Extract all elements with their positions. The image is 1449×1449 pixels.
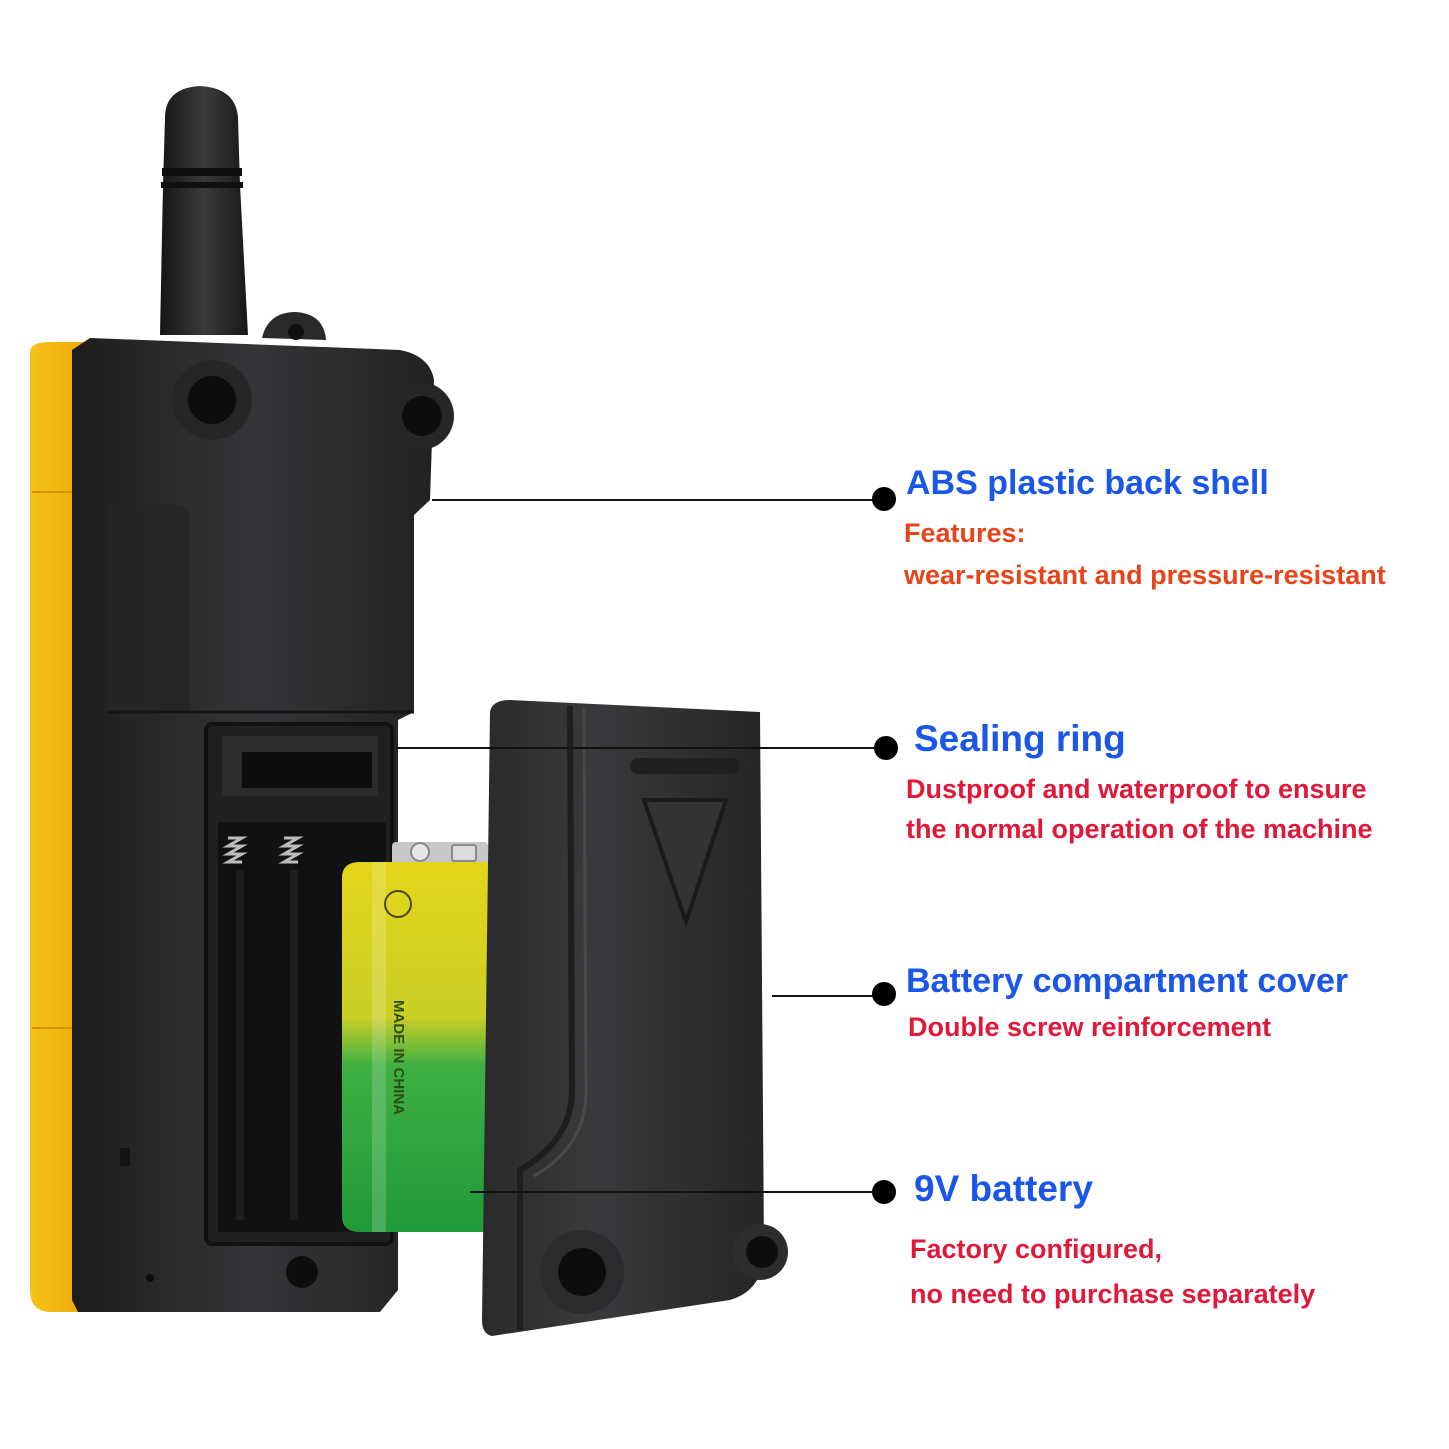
callout-dot-icon [872, 982, 896, 1006]
callout-dot-icon [872, 487, 896, 511]
callout-dot-icon [874, 736, 898, 760]
screw-boss-right [386, 382, 454, 450]
screw-boss-left [172, 360, 252, 440]
callout-dot-icon [872, 1180, 896, 1204]
antenna [160, 86, 248, 335]
battery-print: MADE IN CHINA [390, 1000, 407, 1115]
lug-hole-icon [288, 324, 304, 340]
battery-9v: MADE IN CHINA [342, 842, 490, 1232]
battery-cover [482, 700, 788, 1336]
bottom-screw-hole-icon [286, 1256, 318, 1288]
leader-lines [396, 499, 884, 1193]
